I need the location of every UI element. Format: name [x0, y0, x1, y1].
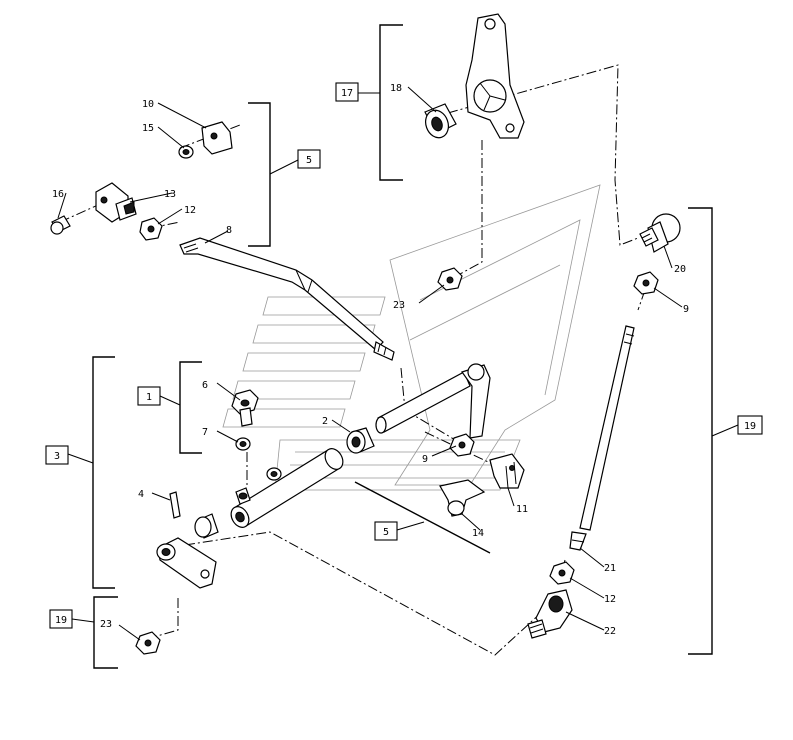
bellcrank-plate-17: [465, 13, 525, 139]
callout-15: 15: [142, 123, 154, 134]
callout-23-mid: 23: [393, 300, 405, 311]
callout-box-17: 17: [335, 82, 359, 102]
callout-19-left: 19: [55, 615, 67, 626]
bracket-group-19-left: [71, 596, 118, 669]
bolt-6: [231, 389, 259, 427]
callout-18: 18: [390, 83, 402, 94]
callout-box-19-right: 19: [737, 415, 763, 435]
callout-11: 11: [516, 504, 528, 515]
tube: [230, 448, 344, 528]
callout-10: 10: [142, 99, 154, 110]
bracket-group-19-right: [688, 207, 739, 655]
watermark-logo: [222, 184, 601, 491]
callout-box-5-top: 5: [297, 149, 321, 169]
callout-4: 4: [138, 489, 144, 500]
callout-box-5-mid: 5: [374, 521, 398, 541]
clip-plate-10: [201, 121, 233, 155]
bushing-left: [194, 513, 219, 539]
lever-left: [156, 537, 217, 589]
callout-16: 16: [52, 189, 64, 200]
callout-12-lower: 12: [604, 594, 616, 605]
bushing-18: [424, 103, 457, 139]
callout-box-1: 1: [137, 386, 161, 406]
callout-19-right: 19: [744, 421, 756, 432]
callout-5: 5: [306, 155, 312, 166]
callout-23-lower: 23: [100, 619, 112, 630]
washer-15: [178, 145, 194, 159]
bracket-group-5-top: [248, 102, 299, 247]
nut-23-lower: [135, 631, 161, 655]
pin-14: [439, 479, 486, 517]
nut-12-top: [139, 217, 163, 241]
callout-13: 13: [164, 189, 176, 200]
callout-22: 22: [604, 626, 616, 637]
callout-1: 1: [146, 392, 152, 403]
callout-box-3: 3: [45, 445, 69, 465]
callout-6: 6: [202, 380, 208, 391]
callout-5-mid: 5: [383, 527, 389, 538]
callout-9-mid: 9: [422, 454, 428, 465]
callout-8: 8: [226, 225, 232, 236]
callout-21: 21: [604, 563, 616, 574]
callout-9-right: 9: [683, 304, 689, 315]
bracket-group-3: [67, 356, 115, 589]
bracket-group-1: [159, 361, 202, 454]
pin-4: [169, 491, 181, 519]
bushing-2: [346, 427, 375, 454]
ball-joint-22: [527, 589, 573, 639]
callout-7: 7: [202, 427, 208, 438]
callout-box-19-left: 19: [49, 609, 73, 629]
washer-left: [266, 467, 282, 481]
callout-3: 3: [54, 451, 60, 462]
pin-16: [50, 215, 71, 235]
leader-lines: [57, 86, 683, 641]
callout-2: 2: [322, 416, 328, 427]
clevis-11: [489, 453, 525, 489]
bracket-group-17: [358, 24, 403, 181]
callout-14: 14: [472, 528, 484, 539]
callout-20: 20: [674, 264, 686, 275]
callout-12-top: 12: [184, 205, 196, 216]
nut-12-lower: [549, 561, 575, 585]
callout-numbers: 18 10 15 13 16 12 8 23 20 9 6 7 2 9 11 1…: [52, 83, 689, 637]
bracket-group-5-mid: [354, 481, 491, 554]
clevis-13: [95, 182, 137, 223]
callout-17: 17: [341, 88, 353, 99]
nut-23-mid: [437, 267, 463, 291]
lever-shaft: [375, 363, 491, 439]
long-rod-21: [569, 325, 635, 551]
washer-7: [235, 437, 251, 451]
nut-9-right: [633, 271, 659, 295]
ball-joint-20: [639, 213, 681, 253]
rod-8: [179, 237, 395, 361]
